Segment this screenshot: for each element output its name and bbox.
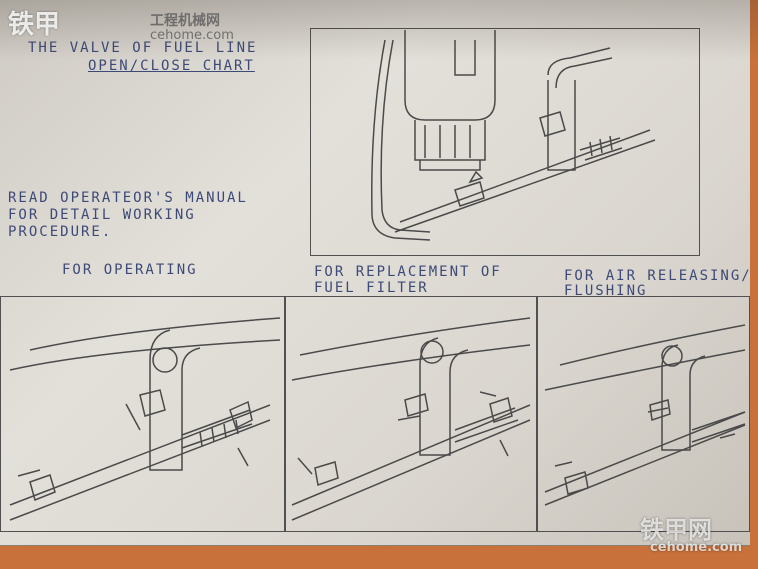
title-line-2: OPEN/CLOSE CHART — [88, 58, 255, 74]
panel-label-air-release-1: FOR AIR RELEASING/ — [564, 268, 752, 284]
watermark-brand-top: 铁甲 — [8, 10, 61, 40]
watermark-brand-bottom: 铁甲网 — [640, 516, 712, 544]
title-line-1: THE VALVE OF FUEL LINE — [28, 40, 258, 56]
placard — [0, 0, 750, 546]
overview-pipe-drawing — [394, 47, 656, 233]
fuel-filter-drawing — [371, 30, 496, 241]
air-release-diagram-frame — [536, 296, 750, 532]
instruction-line-2: FOR DETAIL WORKING — [8, 207, 196, 223]
operating-pipe-drawing — [9, 317, 281, 521]
watermark-site-top: 工程机械网 — [150, 13, 220, 29]
panel-label-replacement-1: FOR REPLACEMENT OF — [314, 264, 502, 280]
panel-label-operating: FOR OPERATING — [62, 262, 198, 278]
instruction-line-3: PROCEDURE. — [8, 224, 113, 240]
panel-label-air-release-2: FLUSHING — [564, 283, 648, 299]
replacement-diagram-frame — [284, 296, 538, 532]
replacement-pipe-drawing — [291, 317, 531, 521]
instruction-line-1: READ OPERATEOR'S MANUAL — [8, 190, 248, 206]
panel-label-replacement-2: FUEL FILTER — [314, 280, 429, 296]
operating-diagram-frame — [0, 296, 286, 532]
watermark-url-top: cehome.com — [150, 28, 234, 43]
air-release-pipe-drawing — [544, 324, 746, 506]
overview-diagram-frame — [310, 28, 700, 256]
watermark-url-bottom: cehome.com — [650, 540, 743, 555]
